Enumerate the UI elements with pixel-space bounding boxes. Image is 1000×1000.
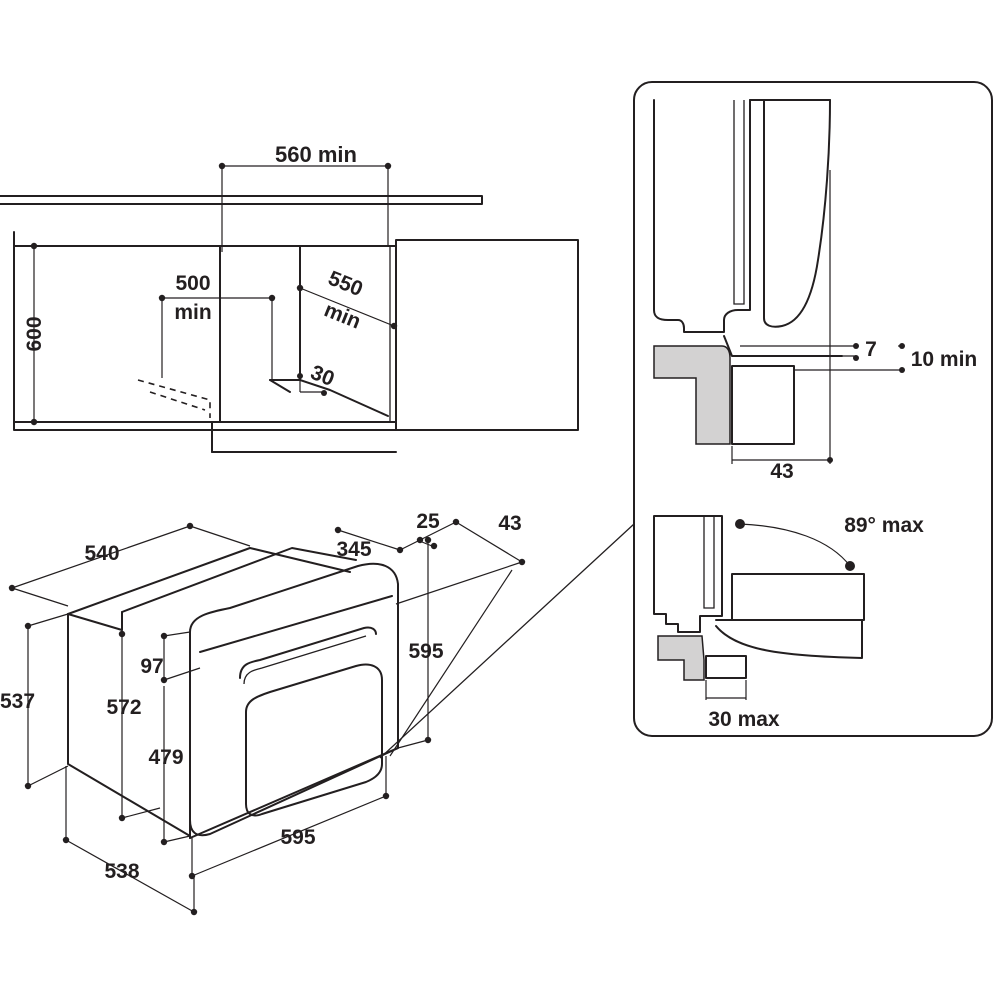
lower-panel (703, 516, 715, 609)
open-door-lower (715, 619, 863, 659)
lower-cabinet (653, 515, 723, 633)
upper-panel (733, 100, 745, 305)
oven-edge-block (731, 365, 795, 445)
niche-height-label: 600 (23, 316, 46, 351)
detail-angle-label: 89° max (844, 514, 924, 537)
niche-cutout-edge (269, 379, 291, 393)
detail-clearance-label: 30 max (708, 708, 780, 731)
oven-handle (239, 626, 377, 679)
oven-window (245, 663, 383, 817)
detail-gap-min-label: 10 min (911, 348, 978, 371)
niche-drawing: 560 min 500 min 550 min 600 30 (0, 142, 579, 453)
angle-arc (739, 523, 851, 567)
oven-depth-top-label: 540 (84, 542, 119, 565)
niche-depth-label-1: 500 (175, 272, 210, 295)
cabinet-side (395, 239, 579, 431)
oven-bottom-edge (189, 747, 399, 839)
connector-line (379, 523, 635, 759)
dashed-outline-2 (149, 391, 206, 411)
oven-depth-bottom-label: 538 (104, 860, 139, 883)
oven-door-height-label: 479 (148, 746, 183, 769)
oven-front-frame (189, 562, 399, 837)
open-door-upper (731, 573, 865, 621)
oven-rear-width-label: 345 (336, 538, 371, 561)
niche-top (13, 231, 397, 247)
detail-panel: 7 10 min 43 89° max 30 max (379, 81, 993, 759)
lower-oven-edge (705, 655, 747, 679)
oven-door-depth-label: 43 (498, 512, 521, 535)
oven-front-offset-label: 25 (416, 510, 440, 533)
oven-height-side-label: 537 (0, 690, 35, 713)
niche-diag-label-1: 550 (325, 267, 366, 301)
oven-height-inner-label: 572 (106, 696, 141, 719)
detail-depth-label: 43 (770, 460, 793, 483)
oven-control-panel-label: 97 (140, 655, 163, 678)
oven-side-bottom (67, 613, 191, 837)
detail-top: 7 10 min 43 (653, 99, 978, 483)
detail-frame (633, 81, 993, 737)
lower-countertop-block (657, 635, 705, 681)
worktop (0, 195, 483, 205)
upper-door (763, 99, 831, 328)
niche-depth-label-2: min (174, 301, 211, 324)
niche-gap-label: 30 (307, 361, 337, 391)
oven-top-mid (121, 547, 357, 613)
upper-cabinet (653, 99, 751, 333)
oven-height-front-label: 595 (408, 640, 443, 663)
niche-cutout (269, 379, 389, 417)
control-panel-line (199, 595, 393, 653)
countertop-block (653, 345, 731, 445)
niche-diag-label-2: min (321, 298, 364, 333)
oven-handle-inner (243, 635, 367, 685)
niche-width-label: 560 min (275, 142, 357, 167)
detail-bottom: 89° max 30 max (653, 514, 924, 731)
detail-gap-small-label: 7 (865, 338, 877, 361)
oven-top-front-edge (67, 613, 123, 631)
niche-outline (13, 245, 397, 431)
oven-top-left (67, 547, 351, 615)
oven-drawing: 540 345 25 43 595 537 572 (0, 510, 526, 916)
oven-width-bottom-label: 595 (280, 826, 315, 849)
dashed-outline-1 (137, 379, 211, 418)
